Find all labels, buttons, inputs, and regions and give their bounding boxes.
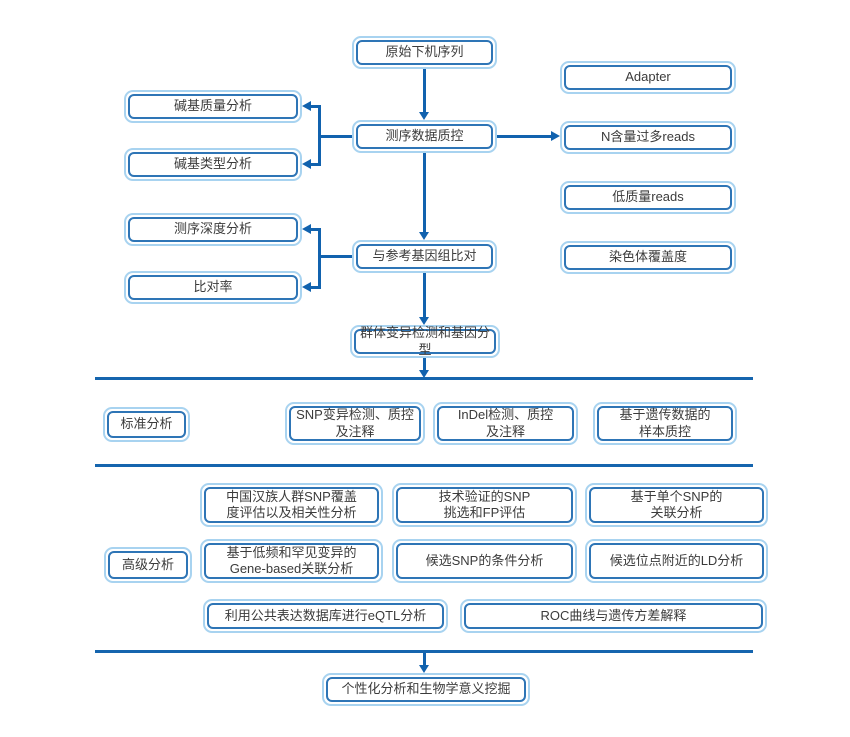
node-low-quality-reads: 低质量reads (560, 181, 736, 214)
arrowhead-to-seq-depth (302, 224, 311, 234)
node-seq-depth-label: 测序深度分析 (128, 217, 298, 242)
node-n-reads-label: N含量过多reads (564, 125, 732, 150)
node-tech-snp-fp-label: 技术验证的SNP 挑选和FP评估 (396, 487, 573, 523)
node-gene-based-assoc-label: 基于低频和罕见变异的 Gene-based关联分析 (204, 543, 379, 579)
connector-to-mapping-rate (310, 286, 320, 289)
node-ld-analysis: 候选位点附近的LD分析 (585, 539, 768, 583)
node-chromosome-coverage-label: 染色体覆盖度 (564, 245, 732, 270)
node-eqtl: 利用公共表达数据库进行eQTL分析 (203, 599, 448, 633)
node-single-snp-assoc: 基于单个SNP的 关联分析 (585, 483, 768, 527)
label-standard-analysis-text: 标准分析 (107, 411, 186, 438)
node-adapter-label: Adapter (564, 65, 732, 90)
node-sample-qc: 基于遗传数据的 样本质控 (593, 402, 737, 445)
node-low-quality-reads-label: 低质量reads (564, 185, 732, 210)
node-n-reads: N含量过多reads (560, 121, 736, 154)
section-divider-2 (95, 464, 753, 467)
connector-variant-to-standard (423, 358, 426, 370)
node-mapping-rate: 比对率 (124, 271, 302, 304)
node-base-type: 碱基类型分析 (124, 148, 302, 181)
connector-to-base-type (310, 163, 320, 166)
node-gene-based-assoc: 基于低频和罕见变异的 Gene-based关联分析 (200, 539, 383, 583)
connector-qc-branch-vertical (318, 105, 321, 166)
node-raw-sequence-label: 原始下机序列 (356, 40, 493, 65)
connector-qc-branch-stub (319, 135, 352, 138)
connector-qc-to-nreads (497, 135, 551, 138)
node-eqtl-label: 利用公共表达数据库进行eQTL分析 (207, 603, 444, 629)
node-roc: ROC曲线与遗传方差解释 (460, 599, 767, 633)
node-base-quality: 碱基质量分析 (124, 90, 302, 123)
connector-align-to-variant (423, 273, 426, 317)
node-han-snp-coverage: 中国汉族人群SNP覆盖 度评估以及相关性分析 (200, 483, 383, 527)
node-sample-qc-label: 基于遗传数据的 样本质控 (597, 406, 733, 441)
node-indel-detection-label: InDel检测、质控 及注释 (437, 406, 574, 441)
node-seq-depth: 测序深度分析 (124, 213, 302, 246)
arrowhead-variant-to-standard (419, 370, 429, 378)
connector-qc-to-align (423, 153, 426, 232)
arrowhead-to-final (419, 665, 429, 673)
node-conditional-snp: 候选SNP的条件分析 (392, 539, 577, 583)
node-han-snp-coverage-label: 中国汉族人群SNP覆盖 度评估以及相关性分析 (204, 487, 379, 523)
connector-raw-to-qc (423, 69, 426, 112)
node-align-reference: 与参考基因组比对 (352, 240, 497, 273)
connector-to-final (423, 653, 426, 665)
node-seq-qc-label: 测序数据质控 (356, 124, 493, 149)
node-ld-analysis-label: 候选位点附近的LD分析 (589, 543, 764, 579)
connector-to-seq-depth (310, 228, 320, 231)
arrowhead-to-base-quality (302, 101, 311, 111)
label-advanced-analysis-text: 高级分析 (108, 551, 188, 579)
arrowhead-align-to-variant (419, 317, 429, 325)
node-personalized-analysis: 个性化分析和生物学意义挖掘 (322, 673, 530, 706)
label-standard-analysis: 标准分析 (103, 407, 190, 442)
section-divider-1 (95, 377, 753, 380)
node-single-snp-assoc-label: 基于单个SNP的 关联分析 (589, 487, 764, 523)
arrowhead-to-base-type (302, 159, 311, 169)
node-indel-detection: InDel检测、质控 及注释 (433, 402, 578, 445)
node-conditional-snp-label: 候选SNP的条件分析 (396, 543, 573, 579)
connector-to-base-quality (310, 105, 320, 108)
label-advanced-analysis: 高级分析 (104, 547, 192, 583)
node-base-quality-label: 碱基质量分析 (128, 94, 298, 119)
node-tech-snp-fp: 技术验证的SNP 挑选和FP评估 (392, 483, 577, 527)
arrowhead-raw-to-qc (419, 112, 429, 120)
node-mapping-rate-label: 比对率 (128, 275, 298, 300)
node-variant-genotyping: 群体变异检测和基因分型 (350, 325, 500, 358)
node-align-reference-label: 与参考基因组比对 (356, 244, 493, 269)
section-divider-3 (95, 650, 753, 653)
arrowhead-to-mapping-rate (302, 282, 311, 292)
node-seq-qc: 测序数据质控 (352, 120, 497, 153)
connector-align-branch-vertical (318, 228, 321, 289)
node-adapter: Adapter (560, 61, 736, 94)
node-personalized-analysis-label: 个性化分析和生物学意义挖掘 (326, 677, 526, 702)
node-raw-sequence: 原始下机序列 (352, 36, 497, 69)
node-snp-detection: SNP变异检测、质控 及注释 (285, 402, 425, 445)
arrowhead-qc-to-align (419, 232, 429, 240)
arrowhead-qc-to-nreads (551, 131, 560, 141)
node-roc-label: ROC曲线与遗传方差解释 (464, 603, 763, 629)
node-chromosome-coverage: 染色体覆盖度 (560, 241, 736, 274)
node-variant-genotyping-label: 群体变异检测和基因分型 (354, 325, 496, 357)
node-snp-detection-label: SNP变异检测、质控 及注释 (289, 406, 421, 441)
connector-align-branch-stub (319, 255, 352, 258)
node-base-type-label: 碱基类型分析 (128, 152, 298, 177)
